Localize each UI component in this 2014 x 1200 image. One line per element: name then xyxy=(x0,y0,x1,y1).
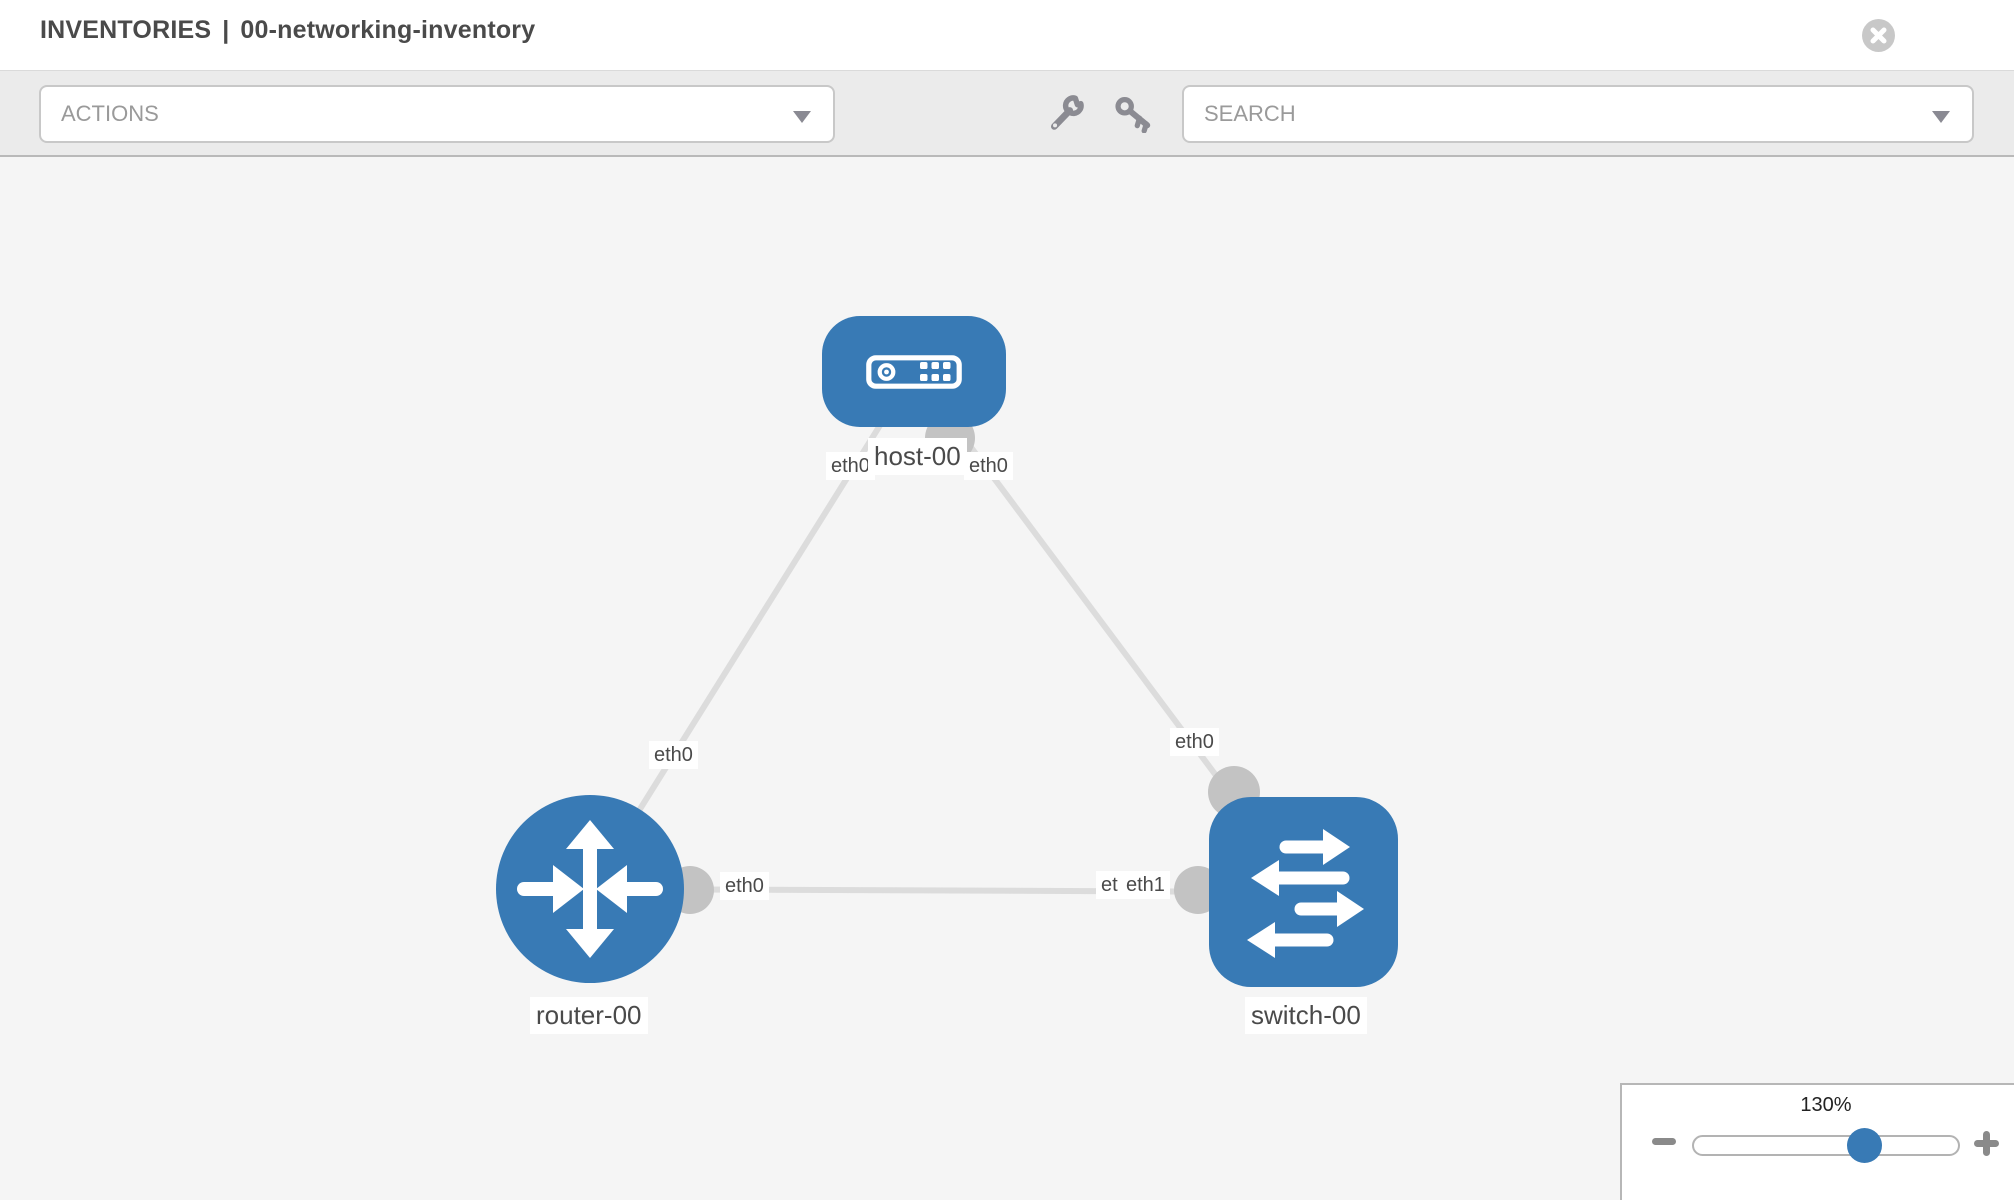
zoom-slider-handle[interactable] xyxy=(1847,1128,1882,1163)
breadcrumb-inventories[interactable]: INVENTORIES xyxy=(40,16,212,44)
chevron-down-icon xyxy=(1932,111,1950,123)
credentials-button[interactable] xyxy=(1114,95,1152,134)
search-dropdown[interactable]: SEARCH xyxy=(1182,85,1974,143)
wrench-icon xyxy=(1050,95,1084,130)
inventory-name: 00-networking-inventory xyxy=(240,16,536,44)
zoom-level-value: 130% xyxy=(1800,1094,1852,1116)
interface-label-router-eth0: eth0 xyxy=(649,741,698,769)
minus-icon xyxy=(1652,1138,1676,1145)
actions-dropdown-label: ACTIONS xyxy=(61,101,159,126)
zoom-slider-track[interactable] xyxy=(1692,1135,1960,1156)
zoom-in-button[interactable] xyxy=(1968,1125,2006,1161)
interface-label-switch-eth1: eth1 xyxy=(1119,871,1170,899)
page-title: INVENTORIES | 00-networking-inventory xyxy=(40,16,535,45)
chevron-down-icon xyxy=(793,111,811,123)
topology-links xyxy=(587,369,1306,895)
interface-label-router-eth0: eth0 xyxy=(720,872,769,900)
panel-header: INVENTORIES | 00-networking-inventory xyxy=(0,0,2014,70)
configure-button[interactable] xyxy=(1046,95,1084,133)
topology-canvas[interactable]: eth0 eth0 eth0 eth0 eth0 eth0 eth1 host-… xyxy=(0,157,2014,1200)
topology-toolbar: ACTIONS SEARCH xyxy=(0,70,2014,157)
key-icon xyxy=(1115,97,1151,134)
switch-icon xyxy=(1247,829,1364,958)
interface-label-host-eth0: eth0 xyxy=(964,452,1013,480)
node-label-switch-00: switch-00 xyxy=(1245,997,1367,1034)
actions-dropdown[interactable]: ACTIONS xyxy=(39,85,835,143)
router-icon xyxy=(517,820,663,958)
node-label-host-00: host-00 xyxy=(868,438,967,475)
node-router-00[interactable] xyxy=(496,795,684,983)
zoom-out-button[interactable] xyxy=(1644,1129,1682,1157)
search-dropdown-label: SEARCH xyxy=(1204,101,1296,126)
close-icon xyxy=(1862,19,1895,52)
breadcrumb-separator: | xyxy=(222,16,230,44)
node-switch-00[interactable] xyxy=(1209,797,1398,987)
close-button[interactable] xyxy=(1862,19,1895,52)
zoom-control-panel: 130% xyxy=(1620,1083,2014,1200)
node-host-00[interactable] xyxy=(822,316,1006,427)
host-icon xyxy=(866,354,962,389)
interface-label-switch-eth0: eth0 xyxy=(1170,728,1219,756)
plus-icon xyxy=(1983,1131,1990,1156)
node-label-router-00: router-00 xyxy=(530,997,648,1034)
interface-label-host-eth0: eth0 xyxy=(826,452,875,480)
